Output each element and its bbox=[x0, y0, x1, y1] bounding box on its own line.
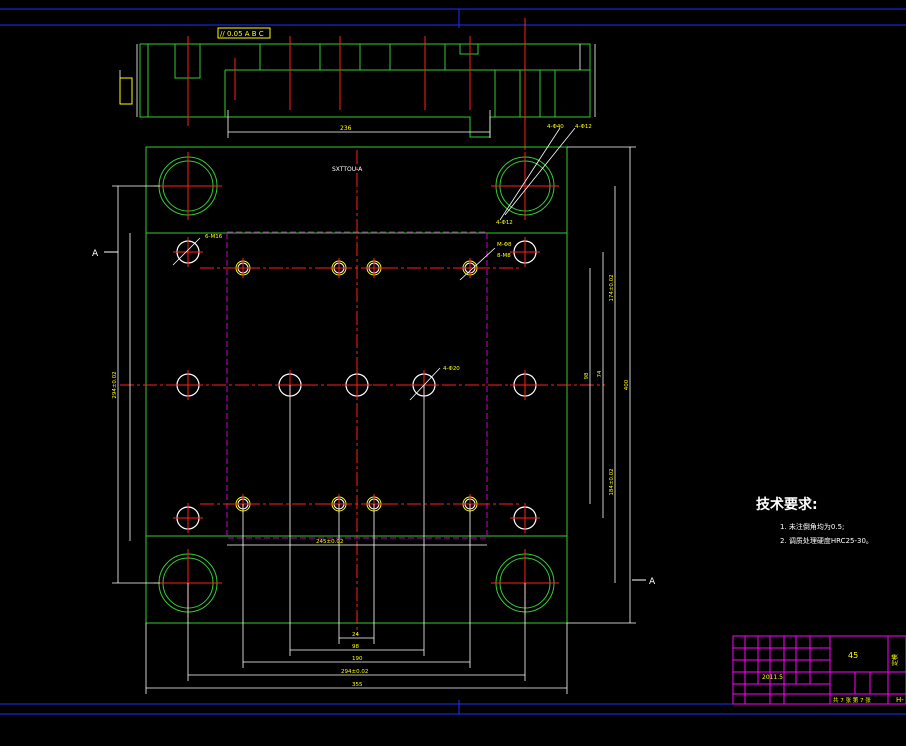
title-block-sheet: 共 7 张 第 7 张 bbox=[833, 696, 871, 704]
drawing-frame bbox=[0, 8, 906, 715]
plan-view-dimension-lines bbox=[112, 127, 636, 694]
plan-view-centerlines bbox=[120, 150, 605, 635]
dim-right-mid-b: 74 bbox=[597, 370, 603, 377]
section-view: // 0.05 A B C 236 bbox=[119, 18, 596, 150]
dim-right-bottom: 184±0.02 bbox=[609, 468, 615, 495]
section-marker-left: A bbox=[92, 249, 99, 259]
dim-text-topview-width: 236 bbox=[340, 125, 352, 132]
callout-sprue-hole: 4-Φ20 bbox=[443, 366, 460, 372]
tech-notes-heading: 技术要求: bbox=[756, 496, 818, 513]
dim-left-vertical: 294±0.02 bbox=[112, 371, 118, 398]
callout-screw-m8: 8-M8 bbox=[497, 253, 511, 259]
title-block-part-name: 定模 bbox=[891, 654, 899, 666]
dim-bottom-2: 98 bbox=[352, 644, 359, 650]
title-block: 45 2011.5 共 7 张 第 7 张 定模 H- bbox=[732, 635, 906, 705]
plan-view: A A SXTTOU-A 4-Φ40 4-Φ12 4-Φ12 6-M16 M-Φ… bbox=[92, 124, 656, 694]
section-view-dimension-lines bbox=[119, 44, 596, 138]
callout-guide-bushing: 4-Φ12 bbox=[575, 124, 592, 130]
title-block-date: 2011.5 bbox=[762, 674, 783, 681]
tech-note-1: 1. 未注倒角均为0.5; bbox=[780, 522, 844, 531]
dim-right-mid-a: 98 bbox=[584, 372, 590, 379]
section-marker-right: A bbox=[649, 577, 656, 587]
hole-callouts: 4-Φ40 4-Φ12 4-Φ12 6-M16 M-Φ8 8-M8 4-Φ20 bbox=[205, 124, 592, 372]
dim-inner-width: 245±0.02 bbox=[316, 539, 343, 545]
dim-bottom-1: 24 bbox=[352, 632, 359, 638]
section-view-centerlines bbox=[187, 18, 526, 150]
dim-bottom-4: 294±0.02 bbox=[341, 669, 368, 675]
dim-bottom-3: 190 bbox=[352, 656, 363, 662]
title-block-drawing-no: H- bbox=[896, 696, 904, 704]
callout-guide-pillar: 4-Φ40 bbox=[547, 124, 564, 130]
dim-right-overall: 400 bbox=[624, 379, 630, 390]
section-view-outline bbox=[139, 43, 591, 138]
callout-return-pin: 4-Φ12 bbox=[496, 220, 513, 226]
callout-pin-hole: M-Φ8 bbox=[497, 242, 512, 248]
plan-dimension-texts: 294±0.02 174±0.02 98 74 184±0.02 400 245… bbox=[112, 274, 630, 688]
technical-requirements: 技术要求: 1. 未注倒角均为0.5; 2. 调质处理硬度HRC25-30。 bbox=[756, 496, 873, 545]
section-view-label: SXTTOU-A bbox=[332, 166, 363, 173]
dim-bottom-overall: 355 bbox=[352, 682, 363, 688]
datum-callout-text: // 0.05 A B C bbox=[220, 30, 264, 38]
dim-right-top: 174±0.02 bbox=[609, 274, 615, 301]
tech-note-2: 2. 调质处理硬度HRC25-30。 bbox=[780, 536, 873, 545]
callout-screw-m16: 6-M16 bbox=[205, 234, 223, 240]
title-block-material: 45 bbox=[848, 651, 858, 660]
section-markers: A A SXTTOU-A bbox=[92, 166, 656, 587]
title-block-grid bbox=[732, 635, 906, 705]
surface-finish-box bbox=[119, 77, 133, 105]
datum-callout: // 0.05 A B C bbox=[217, 27, 271, 39]
